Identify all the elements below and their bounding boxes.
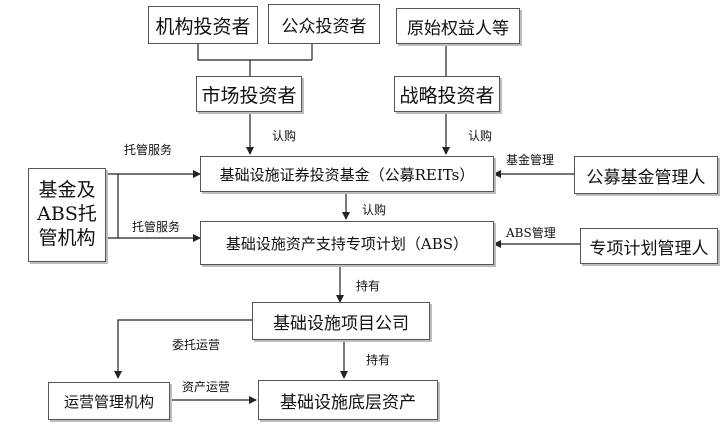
label-subscribe-strategic: 认购 bbox=[468, 129, 493, 143]
node-institutional-investors: 机构投资者 bbox=[148, 6, 258, 44]
node-market-investors: 市场投资者 bbox=[196, 76, 302, 112]
edge-institutional-to-market bbox=[197, 44, 312, 61]
edge-company-to-operator bbox=[114, 319, 252, 379]
label-entrusted-operation: 委托运营 bbox=[172, 338, 221, 352]
node-custodian: 基金及 ABS托 管机构 bbox=[28, 168, 106, 262]
node-fund-manager: 公募基金管理人 bbox=[574, 156, 718, 194]
node-operator: 运营管理机构 bbox=[48, 382, 170, 420]
node-underlying-assets: 基础设施底层资产 bbox=[258, 380, 438, 420]
label-subscribe-market: 认购 bbox=[272, 129, 297, 143]
node-project-company: 基础设施项目公司 bbox=[252, 302, 430, 340]
node-plan-manager: 专项计划管理人 bbox=[580, 228, 718, 264]
label-hold-assets: 持有 bbox=[366, 353, 391, 367]
label-subscribe-abs: 认购 bbox=[362, 203, 387, 217]
node-strategic-investors: 战略投资者 bbox=[394, 76, 500, 112]
label-custody-fund: 托管服务 bbox=[124, 143, 173, 157]
label-abs-management: ABS管理 bbox=[506, 226, 556, 240]
edge-custodian-bracket bbox=[106, 173, 119, 239]
label-custody-abs: 托管服务 bbox=[132, 220, 181, 234]
label-fund-management: 基金管理 bbox=[506, 153, 555, 167]
node-reits-fund: 基础设施证券投资基金（公募REITs） bbox=[200, 156, 494, 192]
label-hold-company: 持有 bbox=[356, 279, 381, 293]
label-asset-operation: 资产运营 bbox=[182, 380, 231, 394]
node-abs-plan: 基础设施资产支持专项计划（ABS） bbox=[200, 221, 494, 265]
node-original-equity-holders: 原始权益人等 bbox=[396, 8, 520, 44]
node-public-investors: 公众投资者 bbox=[268, 4, 380, 44]
